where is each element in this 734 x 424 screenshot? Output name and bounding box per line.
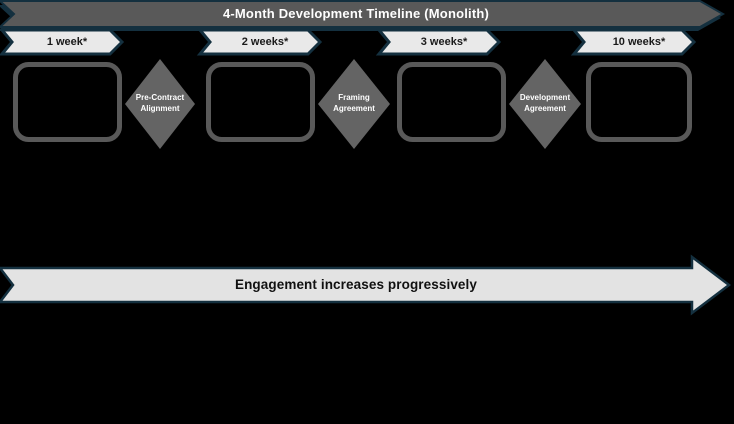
phase-chevron-3	[375, 28, 502, 56]
phase-chevron-4	[570, 28, 697, 56]
milestone-diamond-3	[509, 59, 581, 149]
phase-box-1	[13, 62, 122, 142]
milestone-diamond-1	[125, 59, 195, 149]
phase-chevron-1	[0, 28, 125, 56]
phase-box-3	[397, 62, 506, 142]
banner-arrow-shape	[0, 0, 726, 28]
milestone-diamond-2	[318, 59, 390, 149]
phase-box-4	[586, 62, 692, 142]
engagement-arrow-shape	[0, 254, 732, 316]
phase-chevron-2	[196, 28, 323, 56]
phase-box-2	[206, 62, 315, 142]
